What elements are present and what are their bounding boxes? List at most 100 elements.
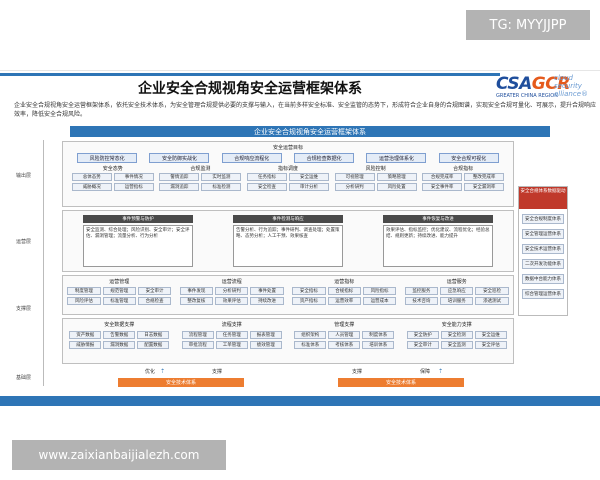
- side-item: 数据中台能力体系: [522, 274, 564, 284]
- ops-box-title: 事件检测与响应: [233, 215, 343, 223]
- support-cell: 技术咨询: [404, 297, 439, 305]
- foundation-group: 安全数据支撑 资产数据 告警数据 日志数据 威胁情报 漏洞数据 配置数据: [69, 321, 170, 349]
- metric-cell: 总体态势: [71, 173, 112, 181]
- metric-group: 风险控制 可视管理 策略管理 分析研判 风险处置: [334, 165, 417, 191]
- metric-group-title: 指标调度: [277, 166, 298, 172]
- operation-layer-panel: 事件预警与防护 安全监测、综合处理；风险识别、安全审计；安全评估、漏洞管理；流量…: [62, 210, 514, 272]
- metric-cell: 漏洞追踪: [159, 183, 200, 191]
- base-bar-right: 安全技术体系: [338, 378, 464, 387]
- foundation-cell: 安全评估: [474, 341, 507, 349]
- ops-box-title: 事件恢复与改进: [383, 215, 493, 223]
- metric-group: 指标调度 任务指标 安全运维 安全检查 审计分析: [246, 165, 329, 191]
- intro-paragraph: 企业安全合规视角安全运营框架体系，依托安全技术体系，为安全管理合规提供必要的支撑…: [14, 102, 597, 118]
- goals-row: 风险防控常态化 安全防御实战化 合规响应流程化 合规检查数据化 运营治理体系化 …: [63, 151, 513, 165]
- arrow-label-optimize: 优化: [145, 369, 156, 375]
- side-panel: 安全合规体系数据驱动 安全合规制度体系 安全管理运营体系 安全技术运营体系 二次…: [518, 186, 568, 316]
- foundation-cell: 安全监测: [440, 341, 473, 349]
- foundation-cell: 绩效管理: [249, 341, 282, 349]
- support-cell: 合规指标: [327, 287, 361, 295]
- goal-pill: 合规响应流程化: [221, 153, 282, 163]
- slide-title: 企业安全合规视角安全运营框架体系: [138, 81, 362, 97]
- foundation-group-title: 安全数据支撑: [104, 322, 135, 328]
- metric-group: 合规指标 合规完成率 整改完成率 安全事件率 安全漏洞率: [422, 165, 505, 191]
- support-cell: 风险评估: [67, 297, 101, 305]
- support-cell: 监控服务: [404, 287, 439, 295]
- support-cell: 规范管理: [102, 287, 136, 295]
- foundation-cell: 流程管理: [181, 331, 214, 339]
- foundation-cell: 安全审计: [406, 341, 439, 349]
- support-cell: 制度管理: [67, 287, 101, 295]
- support-cell: 应急响应: [440, 287, 474, 295]
- ops-box: 事件恢复与改进 效果评估、指标监控；优化建议、流程优化；经验总结、规则更新；持续…: [383, 215, 493, 267]
- foundation-cell: 任务管理: [215, 331, 248, 339]
- side-item: 安全技术运营体系: [522, 244, 564, 254]
- layer-label-support: 支撑层: [16, 306, 32, 312]
- ops-box-text: 告警分析、行为追踪；事件研判、调查处理；处置策略、态势分析；人工干预、效果核查: [233, 225, 343, 267]
- metric-cell: 警情追踪: [159, 173, 200, 181]
- layer-label-operation: 运营层: [16, 239, 32, 245]
- layer-axis: [43, 140, 44, 386]
- foundation-cell: 安全运维: [474, 331, 507, 339]
- support-group-title: 运营流程: [221, 279, 242, 285]
- metric-cell: 风险处置: [376, 183, 417, 191]
- foundation-group-title: 流程支撑: [221, 322, 242, 328]
- watermark-url: www.zaixianbaijialezh.com: [12, 440, 226, 470]
- arrow-up-icon: ⇡: [160, 368, 166, 375]
- support-group: 运营流程 事件发现 分析研判 事件处置 整改复核 效果评估 持续改进: [179, 278, 284, 305]
- support-cell: 渗透测试: [475, 297, 509, 305]
- overlay-tag: TG: MYYJJPP: [466, 10, 590, 40]
- support-cell: 运营成本: [362, 297, 397, 305]
- support-cell: 安全审计: [137, 287, 172, 295]
- support-cell: 效果评估: [215, 297, 249, 305]
- support-cell: 培训服务: [440, 297, 474, 305]
- ops-box-text: 安全监测、综合处理；风险识别、安全审计；安全评估、漏洞管理；流量分析、行为分析: [83, 225, 193, 267]
- ops-box-text: 效果评估、指标监控；优化建议、流程优化；经验总结、规则更新；持续改进、能力提升: [383, 225, 493, 267]
- metric-cell: 事件情况: [113, 173, 154, 181]
- support-group-title: 运营指标: [334, 279, 355, 285]
- slide-footer-bar: [0, 396, 600, 406]
- foundation-cell: 制度体系: [362, 331, 395, 339]
- support-cell: 整改复核: [179, 297, 214, 305]
- foundation-cell: 考核体系: [328, 341, 361, 349]
- metric-group-title: 风险控制: [365, 166, 386, 172]
- goal-pill: 风险防控常态化: [77, 153, 138, 163]
- metric-cell: 整改完成率: [464, 173, 505, 181]
- side-item: 二次开发功能体系: [522, 259, 564, 269]
- metrics-row: 安全态势 总体态势 事件情况 威胁概况 运营指标 合规监测 警情追踪 实时监测 …: [63, 165, 513, 191]
- metric-cell: 策略管理: [376, 173, 417, 181]
- support-cell: 分析研判: [215, 287, 249, 295]
- arrow-up-icon: ⇡: [438, 368, 444, 375]
- foundation-cell: 威胁情报: [69, 341, 102, 349]
- ops-box: 事件检测与响应 告警分析、行为追踪；事件研判、调查处理；处置策略、态势分析；人工…: [233, 215, 343, 267]
- foundation-group: 流程支撑 流程管理 任务管理 报表管理 审批流程 工单管理 绩效管理: [181, 321, 282, 349]
- support-cell: 事件处置: [250, 287, 284, 295]
- metric-cell: 实时监测: [201, 173, 242, 181]
- base-bar-left: 安全技术体系: [118, 378, 244, 387]
- foundation-cell: 组织架构: [294, 331, 327, 339]
- support-group-title: 运营管理: [109, 279, 130, 285]
- metric-group-title: 合规监测: [190, 166, 211, 172]
- metric-cell: 安全漏洞率: [464, 183, 505, 191]
- goal-pill: 安全合规可视化: [438, 153, 499, 163]
- arrow-label-support: 支撑: [212, 369, 223, 375]
- metric-cell: 运营指标: [113, 183, 154, 191]
- foundation-cell: 安全防护: [406, 331, 439, 339]
- metric-group: 合规监测 警情追踪 实时监测 漏洞追踪 标准检测: [159, 165, 242, 191]
- layer-label-foundation: 基础层: [16, 375, 32, 381]
- foundation-cell: 安全检测: [440, 331, 473, 339]
- support-cell: 持续改进: [250, 297, 284, 305]
- foundation-cell: 报表管理: [249, 331, 282, 339]
- metric-cell: 审计分析: [288, 183, 329, 191]
- side-item: 综合管理运营体系: [522, 289, 564, 299]
- metric-group-title: 合规指标: [453, 166, 474, 172]
- metric-cell: 标准检测: [201, 183, 242, 191]
- goal-pill: 运营治理体系化: [366, 153, 427, 163]
- foundation-cell: 审批流程: [181, 341, 214, 349]
- metric-cell: 任务指标: [246, 173, 287, 181]
- metric-cell: 安全检查: [246, 183, 287, 191]
- metric-cell: 威胁概况: [71, 183, 112, 191]
- side-panel-title: 安全合规体系数据驱动: [519, 187, 567, 209]
- metric-cell: 安全运维: [288, 173, 329, 181]
- goal-title: 安全运营目标: [272, 145, 303, 151]
- layer-label-output: 输出层: [16, 173, 32, 179]
